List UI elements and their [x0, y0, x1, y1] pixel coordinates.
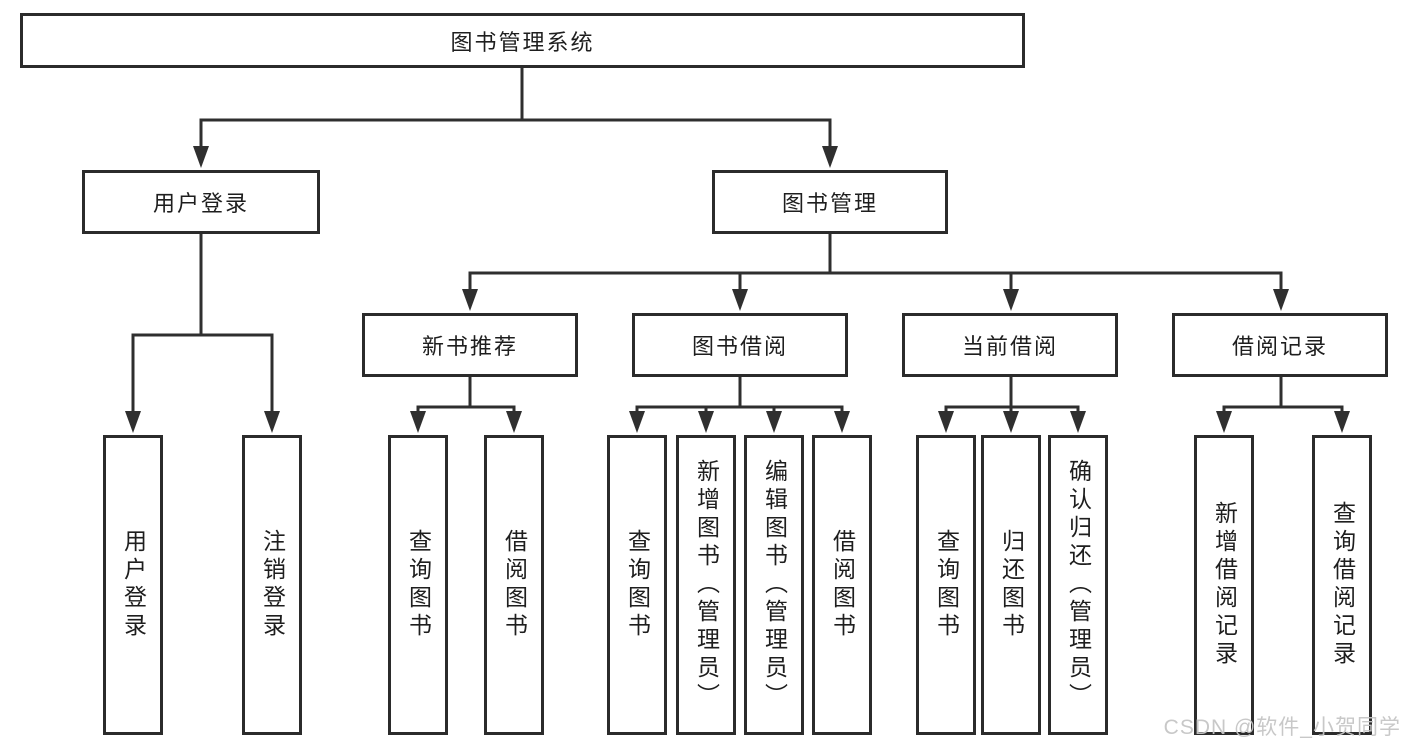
leaf-record-query: 查询借阅记录 [1312, 435, 1372, 735]
leaf-label: 新增借阅记录 [1211, 501, 1238, 669]
leaf-current-confirm-return: 确认归还（管理员） [1048, 435, 1108, 735]
leaf-borrow-book: 借阅图书 [812, 435, 872, 735]
leaf-label: 查询借阅记录 [1329, 501, 1356, 669]
node-current-borrow: 当前借阅 [902, 313, 1118, 377]
leaf-label: 归还图书 [998, 529, 1025, 641]
node-new-book-recommend: 新书推荐 [362, 313, 578, 377]
leaf-record-add: 新增借阅记录 [1194, 435, 1254, 735]
leaf-label: 查询图书 [624, 529, 651, 641]
leaf-current-query: 查询图书 [916, 435, 976, 735]
node-book-borrow: 图书借阅 [632, 313, 848, 377]
leaf-current-return: 归还图书 [981, 435, 1041, 735]
leaf-newbook-query: 查询图书 [388, 435, 448, 735]
node-root: 图书管理系统 [20, 13, 1025, 68]
leaf-label: 确认归还（管理员） [1065, 459, 1092, 711]
leaf-user-login: 用户登录 [103, 435, 163, 735]
node-book-management: 图书管理 [712, 170, 948, 234]
leaf-label: 注销登录 [259, 529, 286, 641]
watermark: CSDN @软件_小贺同学 [1163, 716, 1401, 739]
leaf-borrow-edit-book: 编辑图书（管理员） [744, 435, 804, 735]
arrowheads-group [125, 146, 1350, 433]
node-user-login: 用户登录 [82, 170, 320, 234]
leaf-label: 借阅图书 [829, 529, 856, 641]
leaf-label: 借阅图书 [501, 529, 528, 641]
node-borrow-records: 借阅记录 [1172, 313, 1388, 377]
leaf-logout: 注销登录 [242, 435, 302, 735]
leaf-borrow-add-book: 新增图书（管理员） [676, 435, 736, 735]
leaf-label: 查询图书 [933, 529, 960, 641]
leaf-label: 新增图书（管理员） [693, 459, 720, 711]
leaf-newbook-borrow: 借阅图书 [484, 435, 544, 735]
leaf-label: 编辑图书（管理员） [761, 459, 788, 711]
leaf-borrow-query: 查询图书 [607, 435, 667, 735]
leaf-label: 查询图书 [405, 529, 432, 641]
leaf-label: 用户登录 [120, 529, 147, 641]
